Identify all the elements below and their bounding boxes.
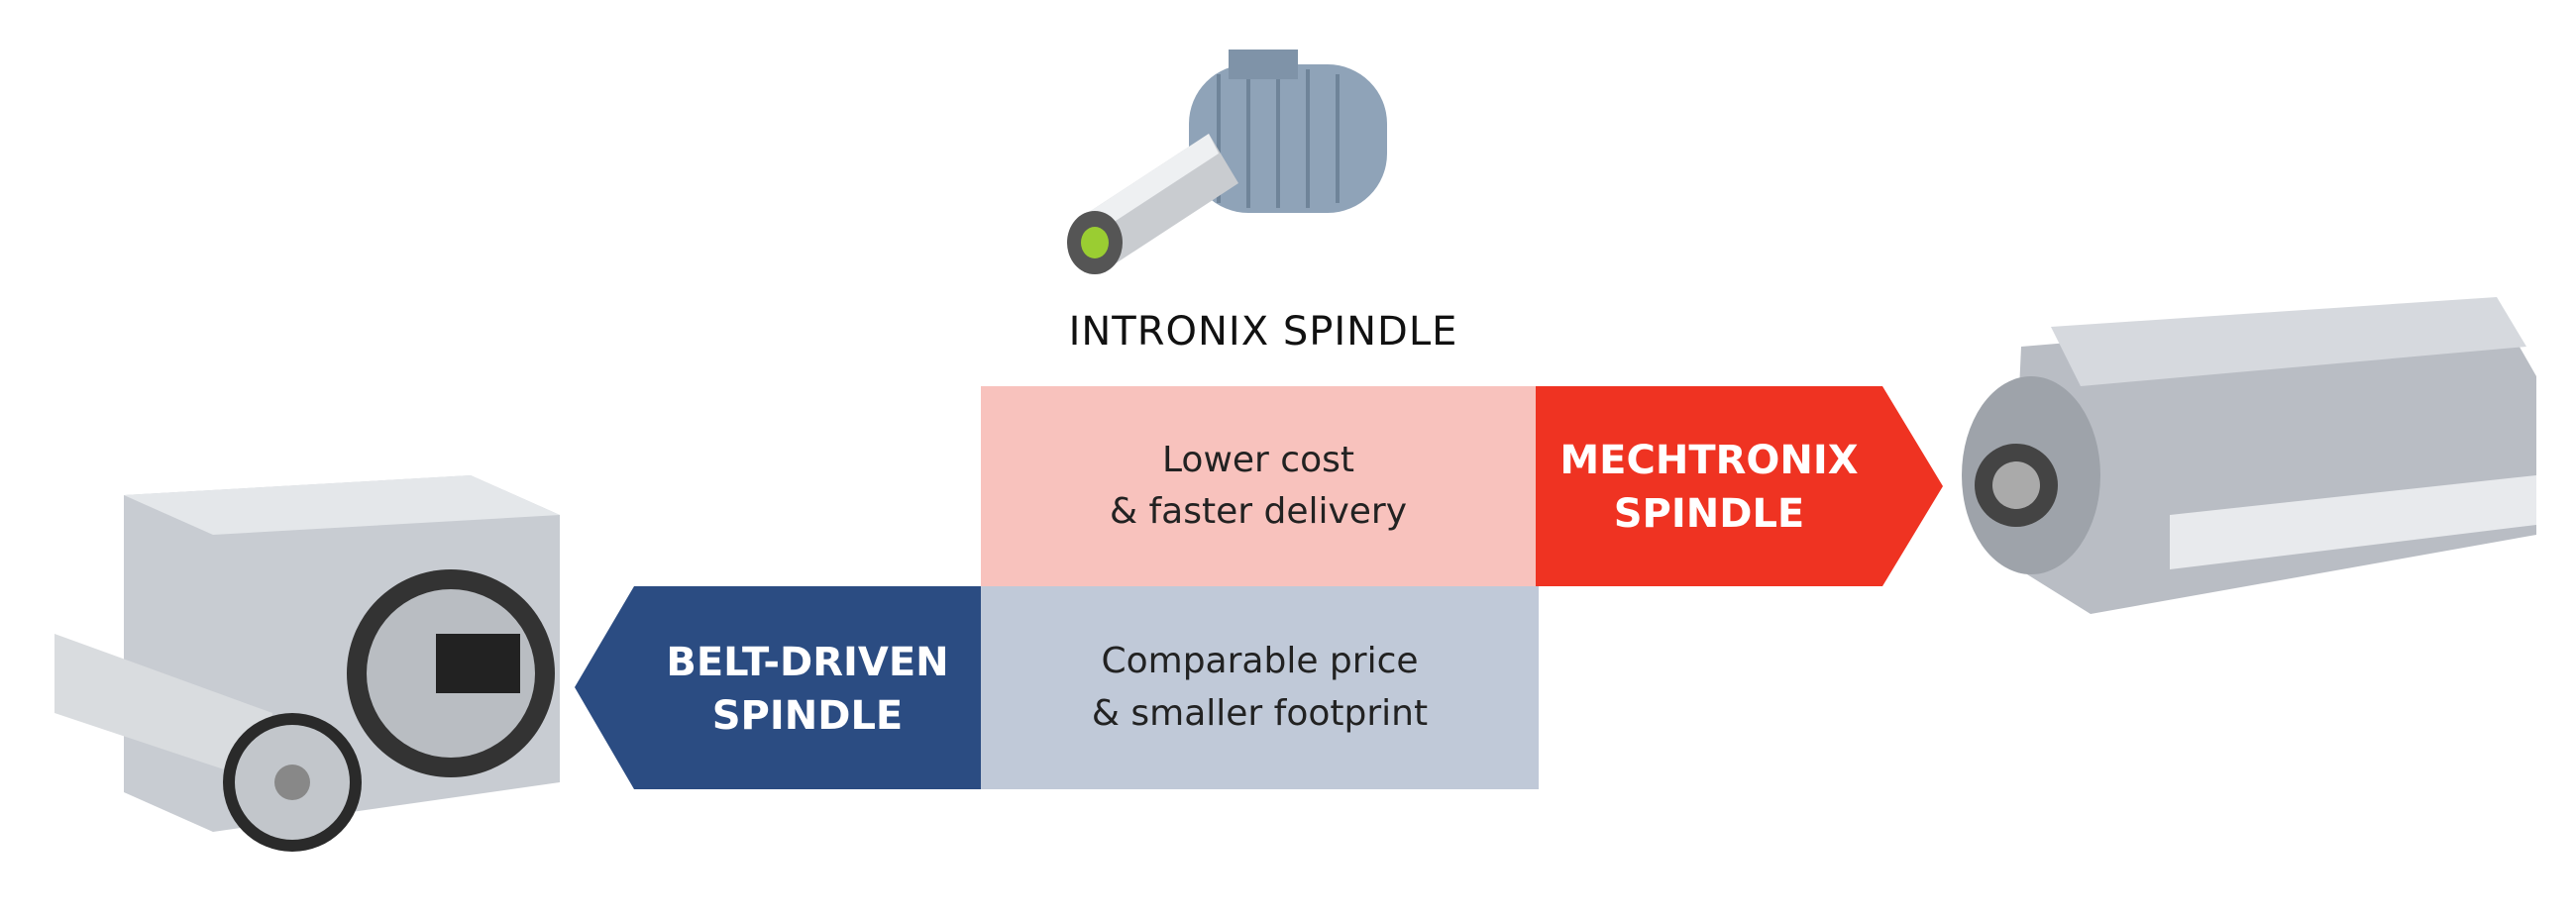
mechtronix-label-line2: SPINDLE [1613,491,1805,537]
mechtronix-spindle-image [1962,297,2536,614]
mechtronix-label: MECHTRONIX SPINDLE [1536,434,1882,541]
intronix-spindle-image [1067,50,1387,274]
belt-driven-comparison-line1: Comparable price [1101,641,1419,682]
mechtronix-comparison-line1: Lower cost [1162,439,1354,480]
belt-driven-comparison-box: Comparable price & smaller footprint [981,586,1539,789]
mechtronix-arrow [1536,386,1943,586]
intronix-spindle-label: INTRONIX SPINDLE [1068,309,1458,355]
belt-driven-label-line2: SPINDLE [711,693,904,739]
mechtronix-comparison-line2: & faster delivery [1109,491,1408,532]
mechtronix-label-line1: MECHTRONIX [1559,438,1859,483]
belt-driven-label: BELT-DRIVEN SPINDLE [634,636,981,743]
belt-driven-spindle-image [54,475,560,852]
mechtronix-comparison-box: Lower cost & faster delivery [981,386,1536,586]
belt-driven-comparison-line2: & smaller footprint [1091,692,1429,734]
belt-driven-label-line1: BELT-DRIVEN [666,640,949,685]
belt-driven-arrow [575,586,981,789]
